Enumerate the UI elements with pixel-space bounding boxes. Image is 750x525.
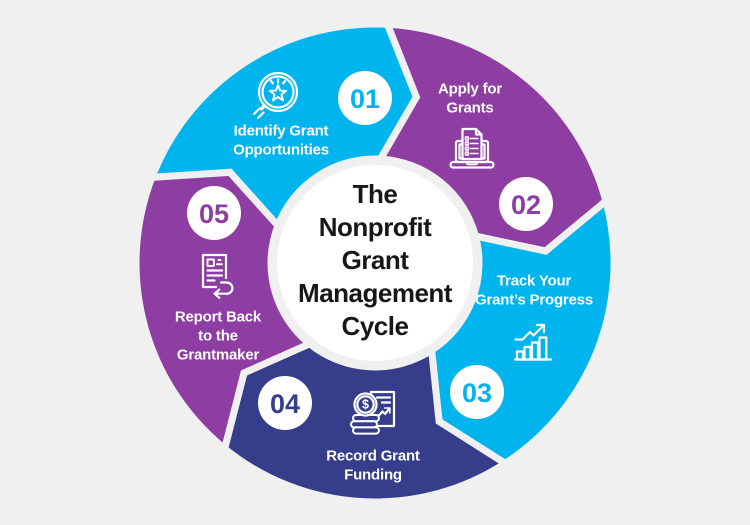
badge-04: 04: [258, 376, 312, 430]
segment-label-line: Record Grant: [326, 448, 420, 465]
dollar-sign: $: [362, 398, 369, 412]
badge-circle: [338, 71, 392, 125]
badge-number: 04: [270, 389, 300, 419]
title-line: The: [353, 179, 398, 209]
segment-label-line: Identify Grant: [234, 123, 329, 140]
segment-label-line: Track Your: [497, 273, 572, 290]
center-title: The Nonprofit Grant Management Cycle: [298, 179, 453, 341]
segment-label-line: to the: [198, 328, 238, 345]
segment-label-line: Report Back: [175, 309, 262, 326]
title-line: Cycle: [342, 311, 409, 341]
title-line: Management: [298, 278, 453, 308]
laptop-application-icon: [449, 127, 495, 169]
segment-label-line: Grants: [446, 100, 493, 117]
segment-01-identify-grant-opportunities: [146, 20, 421, 233]
segment-label-line: Grant’s Progress: [475, 292, 593, 309]
badge-circle: [450, 365, 504, 419]
badge-02: 02: [499, 177, 553, 231]
badge-01: 01: [338, 71, 392, 125]
badge-number: 01: [350, 84, 380, 114]
magnifier-star-icon: [252, 71, 299, 120]
segment-label-line: Apply for: [438, 81, 502, 98]
segment-label-line: Grantmaker: [177, 347, 260, 364]
badge-03: 03: [450, 365, 504, 419]
segment-label-line: Funding: [344, 467, 402, 484]
grant-funding-coins-icon: $: [350, 390, 396, 435]
report-return-icon: [201, 253, 234, 299]
growth-chart-icon: [513, 323, 553, 361]
segment-label-line: Opportunities: [233, 142, 329, 159]
badge-number: 02: [511, 190, 541, 220]
segment-labels: Identify Grant Opportunities Apply for G…: [175, 81, 593, 484]
badge-number: 05: [199, 199, 229, 229]
title-line: Grant: [342, 245, 410, 275]
center-circle: [277, 165, 473, 361]
badge-circle: [258, 376, 312, 430]
badge-circle: [187, 186, 241, 240]
title-line: Nonprofit: [319, 212, 432, 242]
badge-05: 05: [187, 186, 241, 240]
badge-circle: [499, 177, 553, 231]
badge-number: 03: [462, 378, 492, 408]
segment-05-report-back: [132, 168, 317, 455]
